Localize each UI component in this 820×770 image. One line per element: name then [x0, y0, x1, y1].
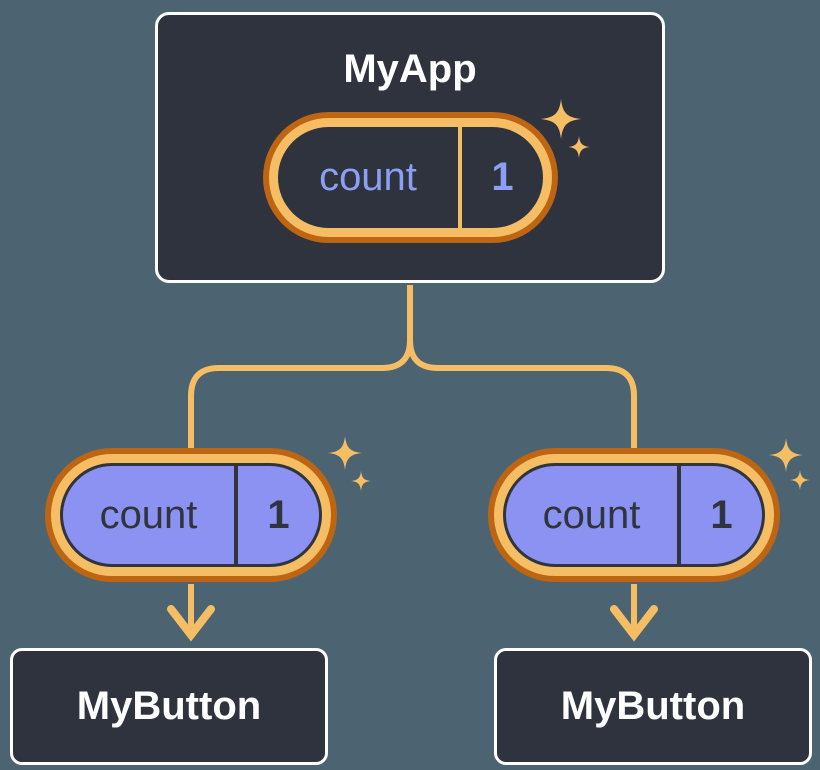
sparkle-icon	[351, 471, 371, 491]
component-title: MyApp	[343, 47, 477, 91]
state-value-label: 1	[234, 466, 319, 564]
state-pill-ring: count 1	[494, 454, 774, 576]
connector-right-branch	[407, 285, 637, 452]
state-name-label: count	[99, 492, 198, 537]
state-pill-ring: count 1	[51, 454, 331, 576]
arrow-left-head-icon	[167, 605, 215, 642]
sparkle-icon	[790, 470, 810, 490]
component-box-mybutton-right: MyButton	[494, 648, 812, 765]
state-pill-mybutton-right: count 1	[488, 448, 780, 582]
state-value-label: 1	[458, 127, 543, 228]
connector-left-branch	[188, 285, 413, 452]
state-pill-core: count 1	[503, 463, 765, 567]
state-name-label: count	[542, 492, 641, 537]
state-pill-myapp: count 1	[263, 112, 558, 243]
state-name-label: count	[319, 155, 417, 199]
sparkle-icon	[328, 436, 362, 470]
state-pill-core: count 1	[278, 127, 543, 228]
state-pill-mybutton-left: count 1	[45, 448, 337, 582]
state-pill-core: count 1	[60, 463, 322, 567]
component-title: MyButton	[76, 684, 262, 728]
component-title: MyButton	[560, 684, 746, 728]
arrow-right-head-icon	[610, 605, 658, 642]
state-pill-ring: count 1	[269, 118, 552, 237]
sparkle-icon	[769, 438, 803, 472]
state-value-label: 1	[677, 466, 762, 564]
component-box-mybutton-left: MyButton	[10, 648, 328, 765]
